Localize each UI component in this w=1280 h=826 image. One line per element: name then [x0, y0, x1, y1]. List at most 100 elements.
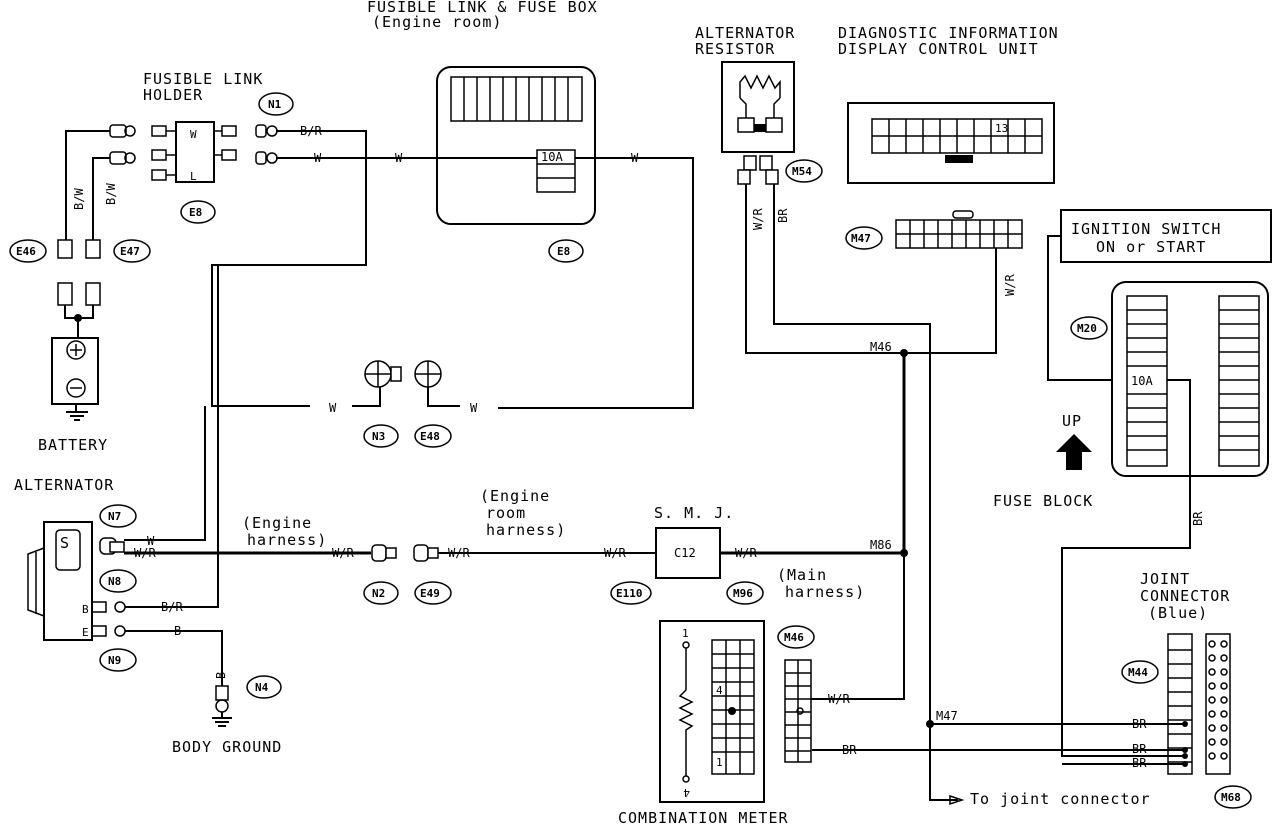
- alt-resistor-title1: ALTERNATOR: [695, 24, 795, 42]
- combination-meter-label: COMBINATION METER: [618, 809, 789, 826]
- wire-label-wr-alt: W/R: [134, 546, 156, 560]
- ignition-line2: ON or START: [1096, 238, 1206, 256]
- arrow-icon: [949, 794, 965, 806]
- connector-e47-label: E47: [120, 245, 140, 258]
- connector-n3-label: N3: [372, 430, 385, 443]
- connector-n1-label: N1: [268, 98, 282, 111]
- connector-e49-label: E49: [420, 587, 440, 600]
- wire-label-w-alt: W: [147, 534, 155, 548]
- meter-pin-bottom-rot: 4: [683, 786, 690, 799]
- harness-engine-room-3: harness): [486, 521, 566, 539]
- alt-resistor-box: [721, 61, 795, 153]
- harness-engine-room-1: (Engine: [480, 487, 550, 505]
- connector-n9: [99, 648, 137, 672]
- harness-main-2: harness): [785, 583, 865, 601]
- fuse-box-subtitle: (Engine room): [372, 13, 502, 31]
- battery-body: [51, 337, 99, 405]
- splice-m47-label: M47: [936, 709, 958, 723]
- battery-plug-left: [57, 282, 73, 306]
- connector-e49: [414, 581, 452, 605]
- wire-label-w-2: W: [395, 151, 403, 165]
- connector-m47-diag: [845, 226, 883, 250]
- connector-e8-holder-label: E8: [189, 206, 202, 219]
- connector-m96: [726, 581, 764, 605]
- fuse-box-fuse-rating: 10A: [541, 150, 563, 164]
- splice-m46-label: M46: [870, 340, 892, 354]
- wire-label-wr-meter: W/R: [828, 692, 850, 706]
- connector-e8-box: [548, 239, 584, 263]
- connector-n7: [99, 504, 137, 528]
- connector-m44-label: M44: [1128, 666, 1148, 679]
- connector-n7-label: N7: [108, 510, 121, 523]
- fuse-block-fuse-rating: 10A: [1131, 374, 1153, 388]
- connector-m96-label: M96: [733, 587, 753, 600]
- wire-label-wr-n2: W/R: [332, 546, 354, 560]
- wire-label-wr-smj-in: W/R: [604, 546, 626, 560]
- connector-m54: [785, 159, 823, 183]
- connector-n8: [99, 569, 137, 593]
- connector-e47: [113, 239, 151, 263]
- joint-title3: (Blue): [1148, 604, 1208, 622]
- battery-positive-icon: [66, 340, 86, 360]
- wire-label-wr-diag: W/R: [1003, 274, 1017, 296]
- fuse-box-title: FUSIBLE LINK & FUSE BOX: [367, 0, 598, 16]
- connector-e48: [414, 424, 452, 448]
- smj-title: S. M. J.: [654, 504, 734, 522]
- connector-e46: [9, 239, 47, 263]
- alternator-pulley-icon: [27, 546, 45, 618]
- meter-pin-mid: 4: [716, 684, 723, 697]
- meter-pin-bottom: 1: [716, 756, 723, 769]
- alt-resistor-title2: RESISTOR: [695, 40, 775, 58]
- fusible-link-pin-w: W: [190, 128, 197, 141]
- connector-m68-label: M68: [1221, 791, 1241, 804]
- connector-n4-label: N4: [255, 681, 269, 694]
- ground-terminal-icon: [215, 699, 229, 713]
- meter-resistor-icon: [678, 648, 694, 776]
- diag-pin-13: 13: [995, 122, 1008, 135]
- connector-m44: [1121, 660, 1159, 684]
- connector-m46-meter-label: M46: [784, 631, 804, 644]
- resistor-icon: [739, 74, 781, 98]
- wire-label-br-n1: B/R: [300, 124, 322, 138]
- fusible-link-holder-title1: FUSIBLE LINK: [143, 70, 263, 88]
- connector-e8-box-label: E8: [557, 245, 570, 258]
- wire-label-br-j3: BR: [1132, 756, 1147, 770]
- joint-title2: CONNECTOR: [1140, 587, 1230, 605]
- connector-n3: [363, 424, 399, 448]
- ignition-line1: IGNITION SWITCH: [1071, 220, 1221, 238]
- wire-label-b-alt: B: [174, 624, 181, 638]
- connector-n4: [246, 675, 282, 699]
- connector-m46-meter: [777, 625, 815, 649]
- smj-pin-c12: C12: [674, 546, 696, 560]
- wire-label-b-ground: B: [214, 672, 228, 679]
- connector-m54-label: M54: [792, 165, 812, 178]
- wire-label-br-j2: BR: [1132, 742, 1147, 756]
- ignition-switch-box: [1060, 209, 1272, 263]
- fusible-link-holder-body: [175, 121, 215, 183]
- wire-label-wr-e49: W/R: [448, 546, 470, 560]
- connector-e110: [610, 581, 652, 605]
- fuse-box-10a-fuse: [536, 149, 576, 193]
- connector-e46-label: E46: [16, 245, 36, 258]
- meter-pin-top: 1: [682, 627, 689, 640]
- wire-label-bw-right: B/W: [104, 183, 118, 205]
- harness-engine-1: (Engine: [242, 514, 312, 532]
- fuse-block-label: FUSE BLOCK: [993, 492, 1093, 510]
- connector-n2: [363, 581, 399, 605]
- alternator-terminal-e: E: [82, 626, 89, 639]
- fusible-link-pin-l: L: [190, 170, 197, 183]
- wire-label-w-4: W: [470, 401, 478, 415]
- body-ground-label: BODY GROUND: [172, 738, 282, 756]
- wire-label-bw-left: B/W: [72, 188, 86, 210]
- battery-negative-icon: [66, 378, 86, 398]
- splice-m86-label: M86: [870, 538, 892, 552]
- diag-title2: DISPLAY CONTROL UNIT: [838, 40, 1039, 58]
- wire-label-br-meter: BR: [842, 743, 857, 757]
- wire-label-br-alt: B/R: [161, 600, 183, 614]
- wire-label-w-3: W: [631, 151, 639, 165]
- harness-engine-room-2: room: [486, 504, 526, 522]
- connector-n2-label: N2: [372, 587, 385, 600]
- connector-e47-plug: [85, 239, 101, 259]
- connector-n8-label: N8: [108, 575, 121, 588]
- battery-label: BATTERY: [38, 436, 108, 454]
